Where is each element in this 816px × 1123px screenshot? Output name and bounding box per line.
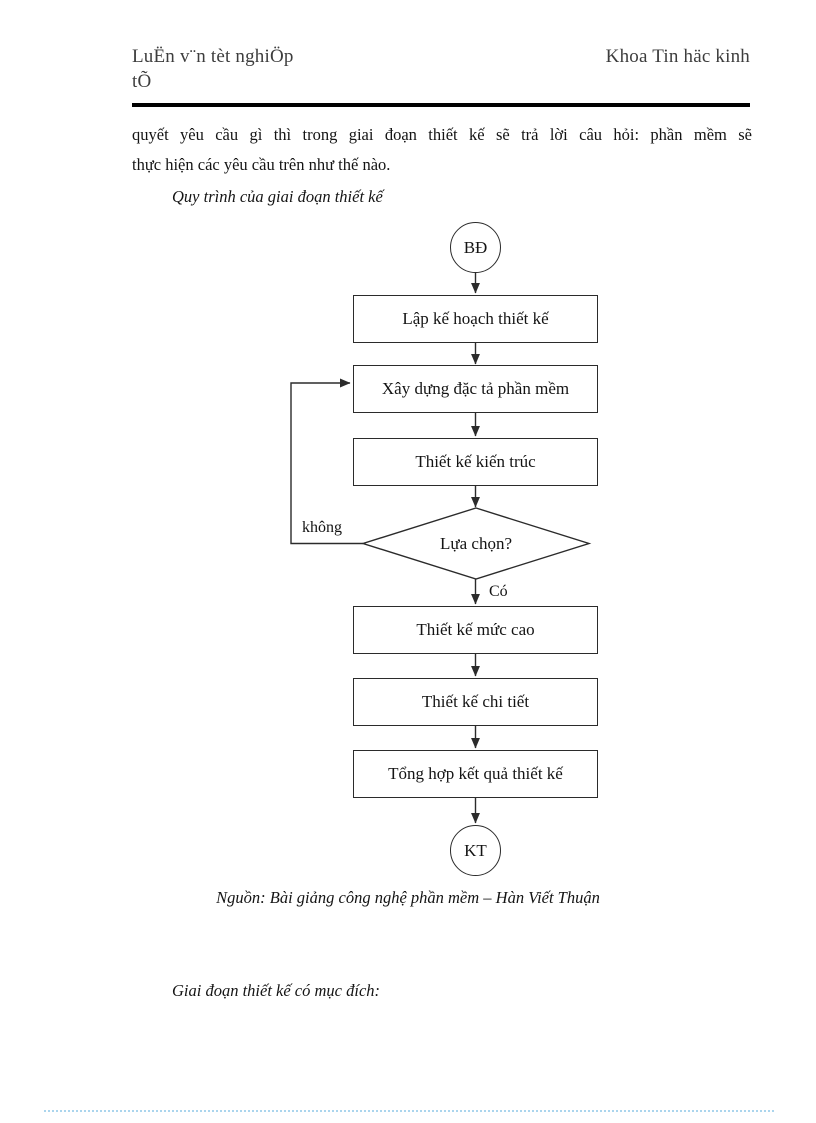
- edge-label-no: không: [302, 519, 342, 536]
- edge-label-yes: Có: [489, 583, 508, 600]
- flowchart-step-1[interactable]: Lập kế hoạch thiết kế: [353, 295, 598, 343]
- flowchart-end-node-label: KT: [464, 840, 487, 860]
- flowchart-step-5[interactable]: Thiết kế chi tiết: [353, 678, 598, 726]
- body-paragraph: quyết yêu cầu gì thì trong giai đoạn thi…: [132, 120, 752, 180]
- body-paragraph-line-2: thực hiện các yêu cầu trên như thế nào.: [132, 155, 391, 174]
- body-paragraph-line-1: quyết yêu cầu gì thì trong giai đoạn thi…: [132, 125, 752, 144]
- closing-paragraph: Giai đoạn thiết kế có mục đích:: [172, 981, 381, 1000]
- header-right-text: Khoa Tin häc kinh: [605, 46, 750, 67]
- header-left-line-2: tÕ: [132, 71, 152, 92]
- flowchart-step-3-label: Thiết kế kiến trúc: [415, 452, 536, 471]
- header-left-line-1: LuËn v¨n tèt nghiÖp: [132, 46, 294, 67]
- flowchart-step-2[interactable]: Xây dựng đặc tả phần mềm: [353, 365, 598, 413]
- figure-subtitle: Quy trình của giai đoạn thiết kế: [172, 187, 383, 206]
- flowchart-step-4-label: Thiết kế mức cao: [416, 620, 535, 639]
- flowchart-step-6[interactable]: Tổng hợp kết quả thiết kế: [353, 750, 598, 798]
- flowchart-step-3[interactable]: Thiết kế kiến trúc: [353, 438, 598, 486]
- figure-source-caption: Nguồn: Bài giảng công nghệ phần mềm – Hà…: [216, 888, 600, 907]
- header-divider-rule: [132, 103, 750, 107]
- flowchart-end-node[interactable]: KT: [450, 825, 501, 876]
- flowchart-step-2-label: Xây dựng đặc tả phần mềm: [381, 379, 570, 398]
- page-header: LuËn v¨n tèt nghiÖp tÕ Khoa Tin häc kinh: [132, 44, 750, 96]
- flowchart-decision-label: Lựa chọn?: [440, 533, 512, 553]
- flowchart-step-5-label: Thiết kế chi tiết: [421, 692, 530, 711]
- flowchart-decision-node[interactable]: Lựa chọn?: [363, 508, 589, 579]
- header-left-text: LuËn v¨n tèt nghiÖp tÕ: [132, 44, 462, 94]
- flowchart-start-node[interactable]: BĐ: [450, 222, 501, 273]
- flowchart-step-1-label: Lập kế hoạch thiết kế: [402, 309, 549, 328]
- flowchart-step-4[interactable]: Thiết kế mức cao: [353, 606, 598, 654]
- flowchart-step-6-label: Tổng hợp kết quả thiết kế: [388, 764, 563, 783]
- flowchart-start-node-label: BĐ: [463, 237, 488, 257]
- page-footer-dotted-rule: [44, 1110, 774, 1114]
